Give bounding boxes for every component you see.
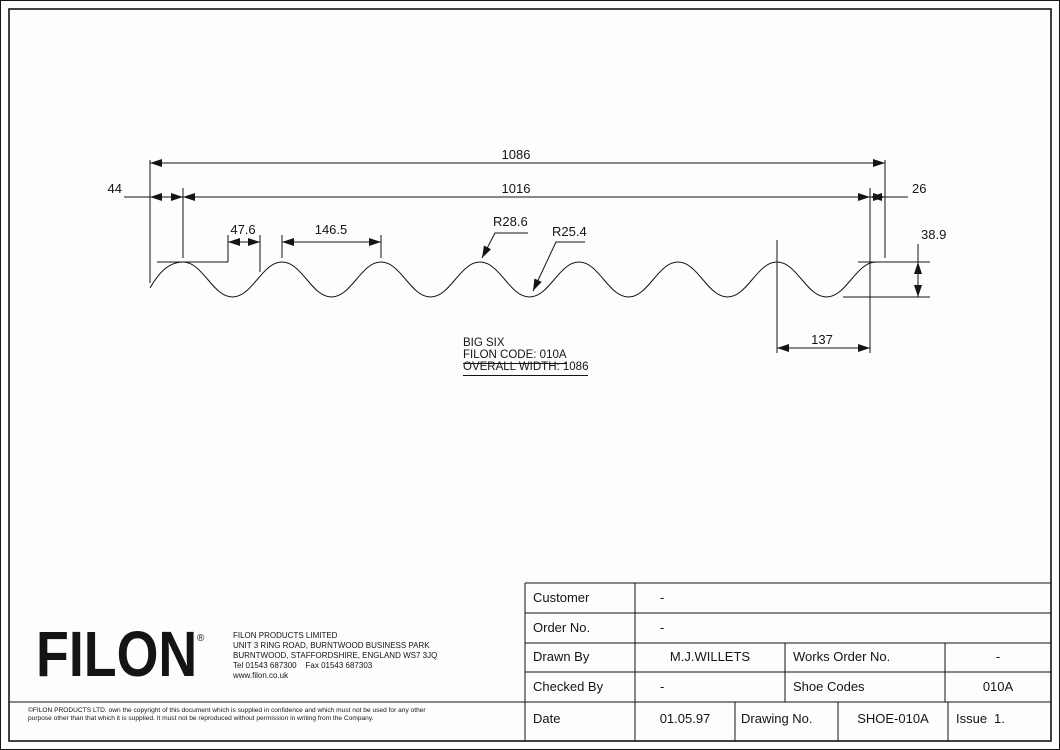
dim-text-left-end: 44 xyxy=(107,181,122,196)
dim-text-cover: 1016 xyxy=(501,181,531,196)
shoe-codes-label: Shoe Codes xyxy=(793,679,865,694)
product-name: BIG SIX xyxy=(463,337,505,349)
company-name: FILON PRODUCTS LIMITED xyxy=(233,631,338,640)
date-value: 01.05.97 xyxy=(659,711,711,726)
dim-text-overall: 1086 xyxy=(501,147,531,162)
drawing-no-value: SHOE-010A xyxy=(857,711,929,726)
dim-text-end-corrugation: 137 xyxy=(811,332,833,347)
drawing-no-label: Drawing No. xyxy=(741,711,813,726)
order-no-value: - xyxy=(660,620,665,635)
customer-label: Customer xyxy=(533,590,590,605)
checked-by-label: Checked By xyxy=(533,679,604,694)
order-no-label: Order No. xyxy=(533,620,591,635)
dim-text-valley-radius: R25.4 xyxy=(552,224,587,239)
dim-text-depth: 38.9 xyxy=(921,227,947,242)
dim-text-crest-flat: 47.6 xyxy=(230,222,256,237)
copyright-notice: ©FILON PRODUCTS LTD. own the copyright o… xyxy=(28,707,426,723)
issue-value: 1. xyxy=(994,711,1005,726)
registered-trademark-icon: ® xyxy=(197,633,205,644)
date-label: Date xyxy=(533,711,561,726)
title-block-grid xyxy=(9,582,1051,741)
shoe-codes-value: 010A xyxy=(982,679,1014,694)
dimension-lines xyxy=(124,159,922,352)
extension-lines xyxy=(149,160,930,353)
company-logo: FILON xyxy=(36,618,198,690)
product-code: FILON CODE: 010A xyxy=(463,349,567,364)
dim-text-pitch: 146.5 xyxy=(314,222,348,237)
dim-text-right-end: 26 xyxy=(912,181,927,196)
issue-label: Issue xyxy=(956,711,988,726)
border-frame xyxy=(8,8,1052,742)
customer-value: - xyxy=(660,590,665,605)
drawn-by-label: Drawn By xyxy=(533,649,590,664)
product-overall-width: OVERALL WIDTH: 1086 xyxy=(463,361,589,376)
leader-r28-6 xyxy=(481,232,528,259)
company-address-2: BURNTWOOD, STAFFORDSHIRE, ENGLAND WS7 3J… xyxy=(233,651,438,660)
company-phone: Tel 01543 687300 Fax 01543 687303 xyxy=(233,661,373,670)
dim-text-crest-radius: R28.6 xyxy=(493,214,528,229)
checked-by-value: - xyxy=(660,679,665,694)
company-address-1: UNIT 3 RING ROAD, BURNTWOOD BUSINESS PAR… xyxy=(233,641,430,650)
company-website: www.filon.co.uk xyxy=(233,671,289,680)
drawn-by-value: M.J.WILLETS xyxy=(669,649,751,664)
works-order-value: - xyxy=(995,649,1001,664)
works-order-label: Works Order No. xyxy=(793,649,891,664)
leader-r25-4 xyxy=(532,241,585,292)
profile-outline xyxy=(149,261,885,298)
